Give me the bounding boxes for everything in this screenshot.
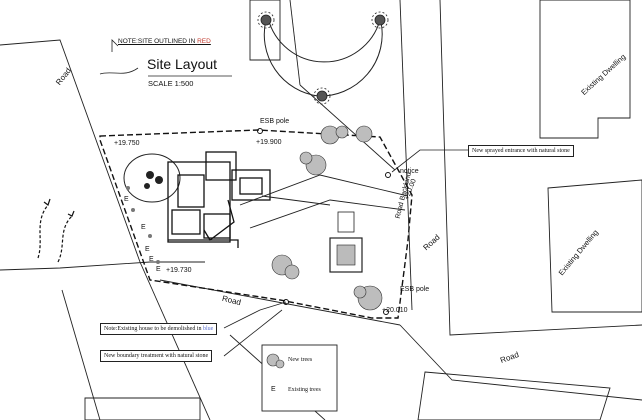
existing-house-outline (167, 161, 231, 243)
existing-tree-mark (126, 186, 130, 190)
driveway-edge (239, 174, 409, 206)
shrub (144, 183, 150, 189)
tank-outline (337, 211, 355, 233)
path-line (261, 195, 331, 206)
scale-label: SCALE 1:500 (148, 79, 194, 88)
note-arrow (111, 39, 119, 52)
house-room (231, 169, 271, 201)
road-edge-line (439, 0, 642, 336)
esb-pole-label: ESB pole (260, 118, 290, 125)
entrance-callout: New sprayed entrance with natural stone (468, 145, 574, 157)
treatment-area-square (329, 237, 363, 273)
road-edge-line (61, 289, 101, 420)
building-outline (417, 371, 611, 420)
new-tree-symbol (353, 285, 383, 311)
title-flourish (99, 67, 139, 75)
legend-new-trees-label: New trees (288, 357, 313, 363)
note-red-word: RED (197, 38, 211, 45)
existing-tree-mark (148, 234, 152, 238)
existing-tree-marker: E (156, 266, 161, 273)
arrow-head (67, 210, 75, 217)
esb-pole-label: ESB pole (400, 286, 430, 293)
shrub (146, 171, 154, 179)
road-edge-line (139, 261, 211, 420)
garden-oval (123, 153, 181, 203)
esb-pole-marker (283, 299, 289, 305)
road-edge-line (399, 0, 413, 311)
legend-new-tree-symbol (266, 353, 285, 369)
landscape-arc (267, 17, 381, 63)
existing-tree-marker: E (145, 246, 150, 253)
new-tree-symbol (299, 151, 327, 176)
existing-tree-marker: E (124, 196, 129, 203)
boundary-callout: New boundary treatment with natural ston… (100, 350, 213, 362)
level-label: +19.750 (114, 140, 140, 147)
legend-existing-marker: E (271, 386, 276, 393)
road-edge-line (299, 84, 396, 171)
house-room (171, 209, 201, 235)
notice-label: notice (400, 168, 419, 175)
decorative-tree-symbol (371, 11, 389, 29)
legend-existing-trees-label: Existing trees (288, 387, 321, 393)
driveway-edge (249, 199, 406, 229)
house-room (205, 151, 237, 181)
house-room (203, 213, 231, 239)
building-outline (84, 397, 201, 420)
level-label: +19.730 (166, 267, 192, 274)
new-tree-symbol (271, 254, 300, 280)
decorative-tree-symbol (313, 87, 331, 105)
arrow-head (43, 198, 51, 206)
drawing-title: Site Layout (147, 56, 218, 72)
demolish-colour-word: blue (203, 326, 214, 332)
road-edge-line (399, 324, 642, 401)
demolish-callout: Note:Existing house to be demolished in … (100, 323, 218, 335)
building-outline (249, 0, 281, 61)
new-tree-symbol (320, 125, 349, 145)
site-outline-note: NOTE:SITE OUTLINED IN RED (118, 38, 211, 45)
landscape-arc (263, 19, 383, 97)
demolish-leader-line (223, 301, 287, 329)
shrub (155, 176, 163, 184)
existing-tree-mark (156, 260, 160, 264)
house-wall (168, 239, 239, 248)
house-room (177, 174, 205, 208)
notice-marker (385, 172, 391, 178)
new-tree-symbol (355, 125, 373, 143)
treatment-unit (336, 244, 356, 266)
level-marker (383, 309, 389, 315)
access-arrow (37, 204, 49, 259)
boundary-leader-line (223, 309, 283, 357)
esb-pole-marker (257, 128, 263, 134)
existing-tree-marker: E (149, 256, 154, 263)
house-room (239, 177, 263, 195)
decorative-tree-symbol (257, 11, 275, 29)
entrance-leader-line (391, 149, 468, 173)
existing-dwelling-outline (539, 0, 631, 139)
level-label: +19.900 (256, 139, 282, 146)
road-edge-line (0, 261, 205, 271)
level-label: +20.010 (382, 307, 408, 314)
road-edge-line (0, 39, 141, 263)
access-arrow (57, 215, 73, 263)
existing-tree-mark (131, 208, 135, 212)
existing-tree-marker: E (141, 224, 146, 231)
existing-dwelling-outline (547, 179, 642, 313)
road-edge-line (289, 0, 301, 86)
house-wall (203, 199, 235, 241)
